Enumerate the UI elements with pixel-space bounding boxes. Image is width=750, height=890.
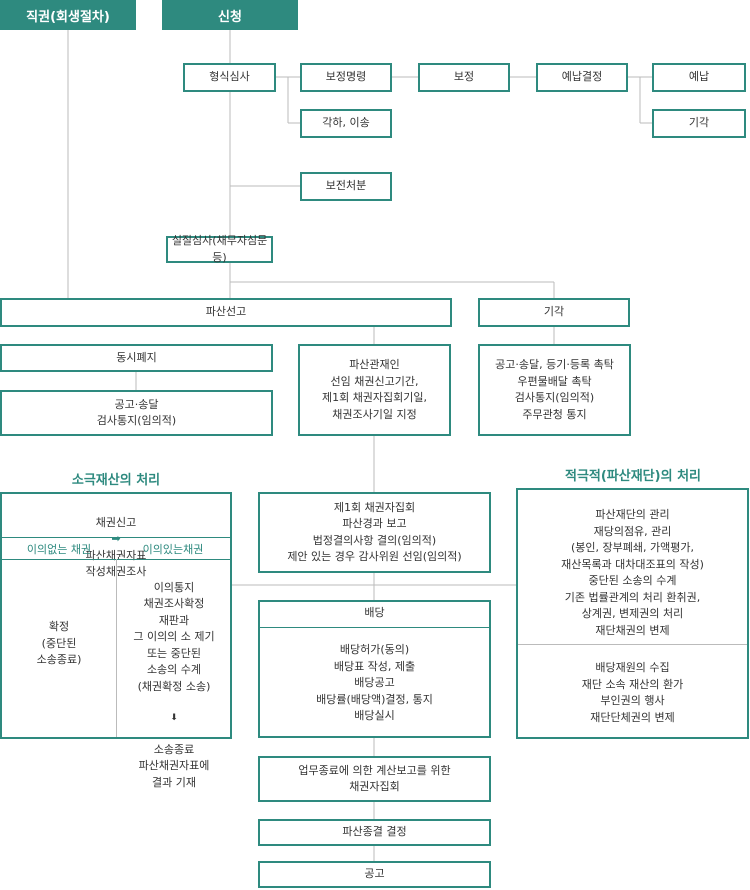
active-property-title: 적극적(파산재단)의 처리 — [564, 469, 701, 484]
claim-report-label: 채권신고 — [95, 515, 137, 529]
prepay-box: 예납 — [652, 63, 746, 92]
distribution-panel — [258, 600, 491, 738]
amend-order-box: 보정명령 — [300, 63, 392, 92]
amend-box: 보정 — [418, 63, 510, 92]
active-property-panel — [516, 488, 749, 739]
trustee-appointment-box: 파산관재인 선임 채권신고기간, 제1회 채권자집회기일, 채권조사기일 지정 — [298, 344, 451, 436]
preservation-box: 보전처분 — [300, 172, 392, 201]
substantive-review-box: 실질심사(채무자심문 등) — [166, 234, 273, 264]
passive-header: 채권신고 ➡ 파산채권자표 작성채권조사 — [2, 498, 230, 581]
first-creditors-meeting-box: 제1회 채권자집회 파산경과 보고 법정결의사항 결의(임의적) 제안 있는 경… — [258, 492, 491, 573]
simultaneous-abolition-box: 동시폐지 — [0, 344, 273, 372]
fee-decision-box: 예납결정 — [536, 63, 628, 92]
objection-steps: 이의통지 채권조사확정 재판과 그 이의의 소 제기 또는 중단된 소송의 수계… — [133, 580, 215, 693]
passive-header-divider — [2, 537, 230, 538]
dismiss-box-2: 기각 — [478, 298, 630, 327]
distribution-label: 배당 — [364, 606, 385, 619]
reject-transfer-box: 각하, 이송 — [300, 109, 392, 138]
passive-vertical-divider — [116, 559, 117, 737]
dismiss-box-1: 기각 — [652, 109, 746, 138]
passive-property-title: 소극재산의 처리 — [71, 473, 161, 488]
estate-management: 파산재단의 관리 재당의점유, 관리 (봉인, 장부폐쇄, 가액평가, 재산목록… — [561, 508, 704, 637]
notice-delivery-box-2: 공고·송달, 등기·등록 촉탁 우편물배달 촉탁 검사통지(임의적) 주무관청 … — [478, 344, 631, 436]
formal-review-box: 형식심사 — [183, 63, 276, 92]
arrow-right-icon: ➡ — [111, 532, 121, 545]
final-notice-box: 공고 — [258, 861, 491, 888]
termination-decision-box: 파산종결 결정 — [258, 819, 491, 846]
col-objection: 이의있는채권 — [142, 543, 204, 556]
no-objection-result: 확정 (중단된 소송종료) — [36, 620, 82, 666]
distribution-fund: 배당재원의 수집 재단 소속 재산의 환가 부인권의 행사 재단단체권의 변제 — [581, 661, 684, 724]
claim-table-label: 파산채권자표 작성채권조사 — [85, 548, 147, 579]
header-ex-officio: 직권(회생절차) — [0, 0, 136, 30]
col-no-objection: 이의없는 채권 — [26, 543, 92, 556]
distribution-detail: 배당허가(동의) 배당표 작성, 제출 배당공고 배당률(배당액)결정, 통지 … — [316, 643, 433, 722]
header-application: 신청 — [162, 0, 298, 30]
final-meeting-box: 업무종료에 의한 계산보고를 위한 채권자집회 — [258, 756, 491, 802]
distribution-divider — [260, 627, 489, 628]
bankruptcy-declaration-box: 파산선고 — [0, 298, 452, 327]
notice-delivery-box-1: 공고·송달 검사통지(임의적) — [0, 390, 273, 436]
objection-result: 소송종료 파산채권자표에 결과 기재 — [138, 742, 210, 789]
active-divider — [518, 644, 747, 645]
arrow-down-icon: ⬇ — [170, 712, 178, 723]
objection-process: 이의통지 채권조사확정 재판과 그 이의의 소 제기 또는 중단된 소송의 수계… — [118, 563, 230, 808]
